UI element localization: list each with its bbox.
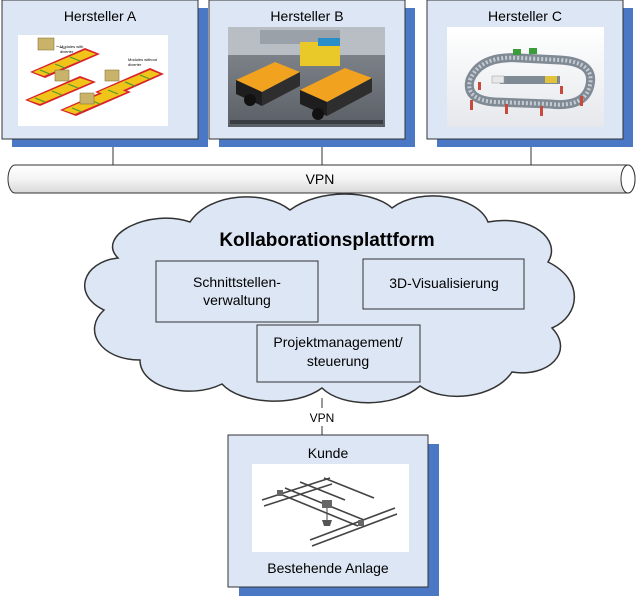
roller-conveyor-image: [447, 27, 604, 127]
vpn-bottom-label: VPN: [310, 411, 335, 425]
platform-title: Kollaborationsplattform: [219, 230, 434, 251]
customer-caption: Bestehende Anlage: [267, 560, 389, 576]
project-label-line2: steuerung: [307, 353, 369, 369]
manufacturer-b-panel: Hersteller B: [208, 0, 415, 147]
image-a-label-2b: diverter: [128, 62, 142, 67]
manufacturer-c-label: Hersteller C: [488, 8, 562, 24]
customer-panel: Kunde Bestehende Anlage: [227, 434, 439, 596]
manufacturer-c-panel: Hersteller C: [426, 0, 633, 147]
project-label-line1: Projektmanagement/: [273, 334, 402, 350]
gantry-crane-image: [252, 464, 409, 552]
vpn-top-label: VPN: [306, 171, 335, 187]
conveyor-layout-image: Modules with diverter Modules without di…: [18, 35, 168, 126]
image-a-label-1b: diverter: [60, 49, 74, 54]
customer-title: Kunde: [308, 445, 349, 461]
interfaces-label-line2: verwaltung: [203, 292, 271, 308]
interfaces-module: Schnittstellen- verwaltung: [155, 260, 319, 323]
visualization-label: 3D-Visualisierung: [389, 275, 498, 291]
manufacturer-b-label: Hersteller B: [270, 8, 343, 24]
agv-photo-image: [228, 27, 385, 127]
image-a-label-1: Modules with: [60, 44, 83, 49]
manufacturer-a-panel: Hersteller A: [1, 0, 208, 147]
manufacturer-a-label: Hersteller A: [64, 8, 137, 24]
image-a-label-2: Modules without: [128, 57, 158, 62]
visualization-module: 3D-Visualisierung: [362, 258, 525, 310]
vpn-tunnel-top: VPN: [7, 164, 636, 194]
project-module: Projektmanagement/ steuerung: [256, 324, 421, 383]
collaboration-cloud: Kollaborationsplattform Schnittstellen- …: [84, 193, 575, 404]
interfaces-label-line1: Schnittstellen-: [193, 274, 281, 290]
